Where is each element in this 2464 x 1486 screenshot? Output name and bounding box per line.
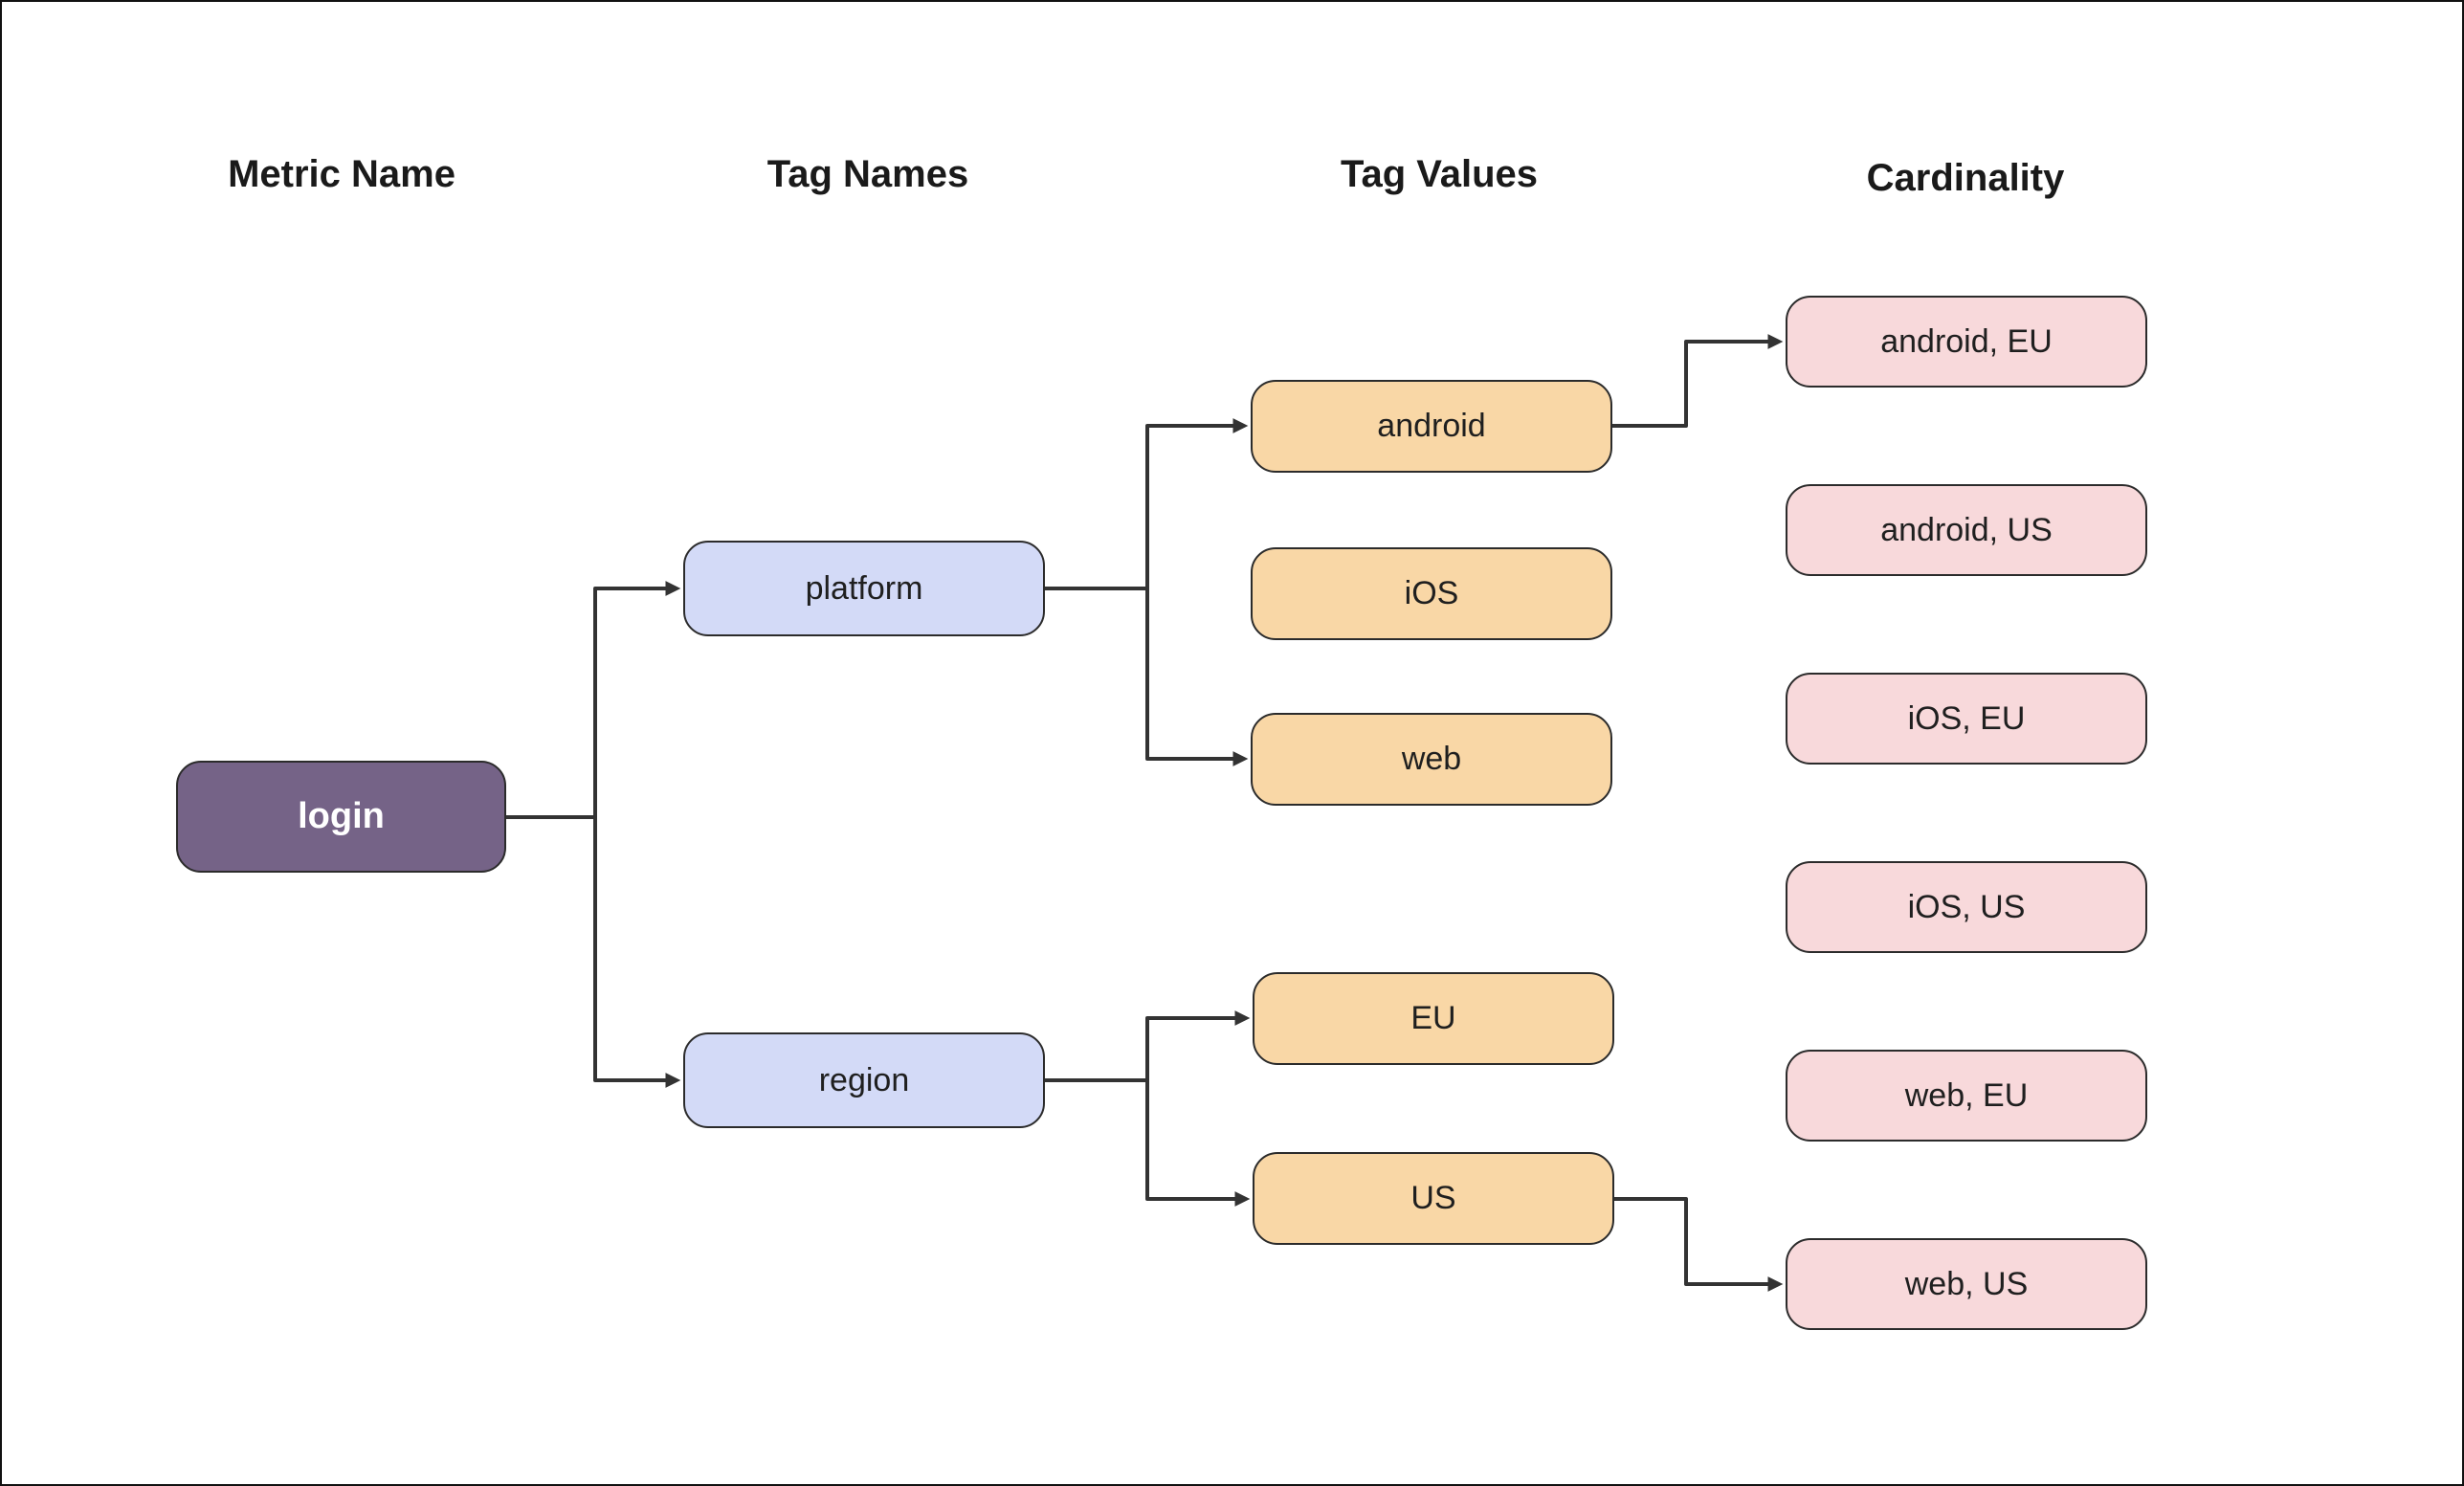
column-header-tag-values: Tag Values bbox=[1340, 153, 1538, 195]
node-tagvalue-android: android bbox=[1251, 380, 1612, 473]
edge-platform-android bbox=[1045, 418, 1249, 590]
column-header-cardinality: Cardinality bbox=[1866, 157, 2065, 199]
node-tagvalue-eu: EU bbox=[1253, 972, 1614, 1065]
edge-platform-web bbox=[1045, 587, 1249, 766]
node-cardinality-ios-eu: iOS, EU bbox=[1786, 673, 2147, 765]
node-tagname-region: region bbox=[683, 1032, 1045, 1128]
edge-login-platform bbox=[506, 581, 681, 819]
node-metric-login: login bbox=[176, 761, 506, 873]
node-tagvalue-us: US bbox=[1253, 1152, 1614, 1245]
node-tagvalue-ios: iOS bbox=[1251, 547, 1612, 640]
edge-android-android-eu bbox=[1612, 334, 1784, 428]
edge-region-eu bbox=[1045, 1010, 1251, 1082]
node-cardinality-android-us: android, US bbox=[1786, 484, 2147, 576]
edge-login-region bbox=[506, 815, 681, 1088]
node-cardinality-web-us: web, US bbox=[1786, 1238, 2147, 1330]
column-header-metric-name: Metric Name bbox=[228, 153, 455, 195]
node-cardinality-android-eu: android, EU bbox=[1786, 296, 2147, 388]
edge-us-web-us bbox=[1614, 1197, 1784, 1292]
edge-region-us bbox=[1045, 1078, 1251, 1207]
node-tagvalue-web: web bbox=[1251, 713, 1612, 806]
column-header-tag-names: Tag Names bbox=[766, 153, 969, 195]
node-cardinality-ios-us: iOS, US bbox=[1786, 861, 2147, 953]
node-tagname-platform: platform bbox=[683, 541, 1045, 636]
node-cardinality-web-eu: web, EU bbox=[1786, 1050, 2147, 1142]
